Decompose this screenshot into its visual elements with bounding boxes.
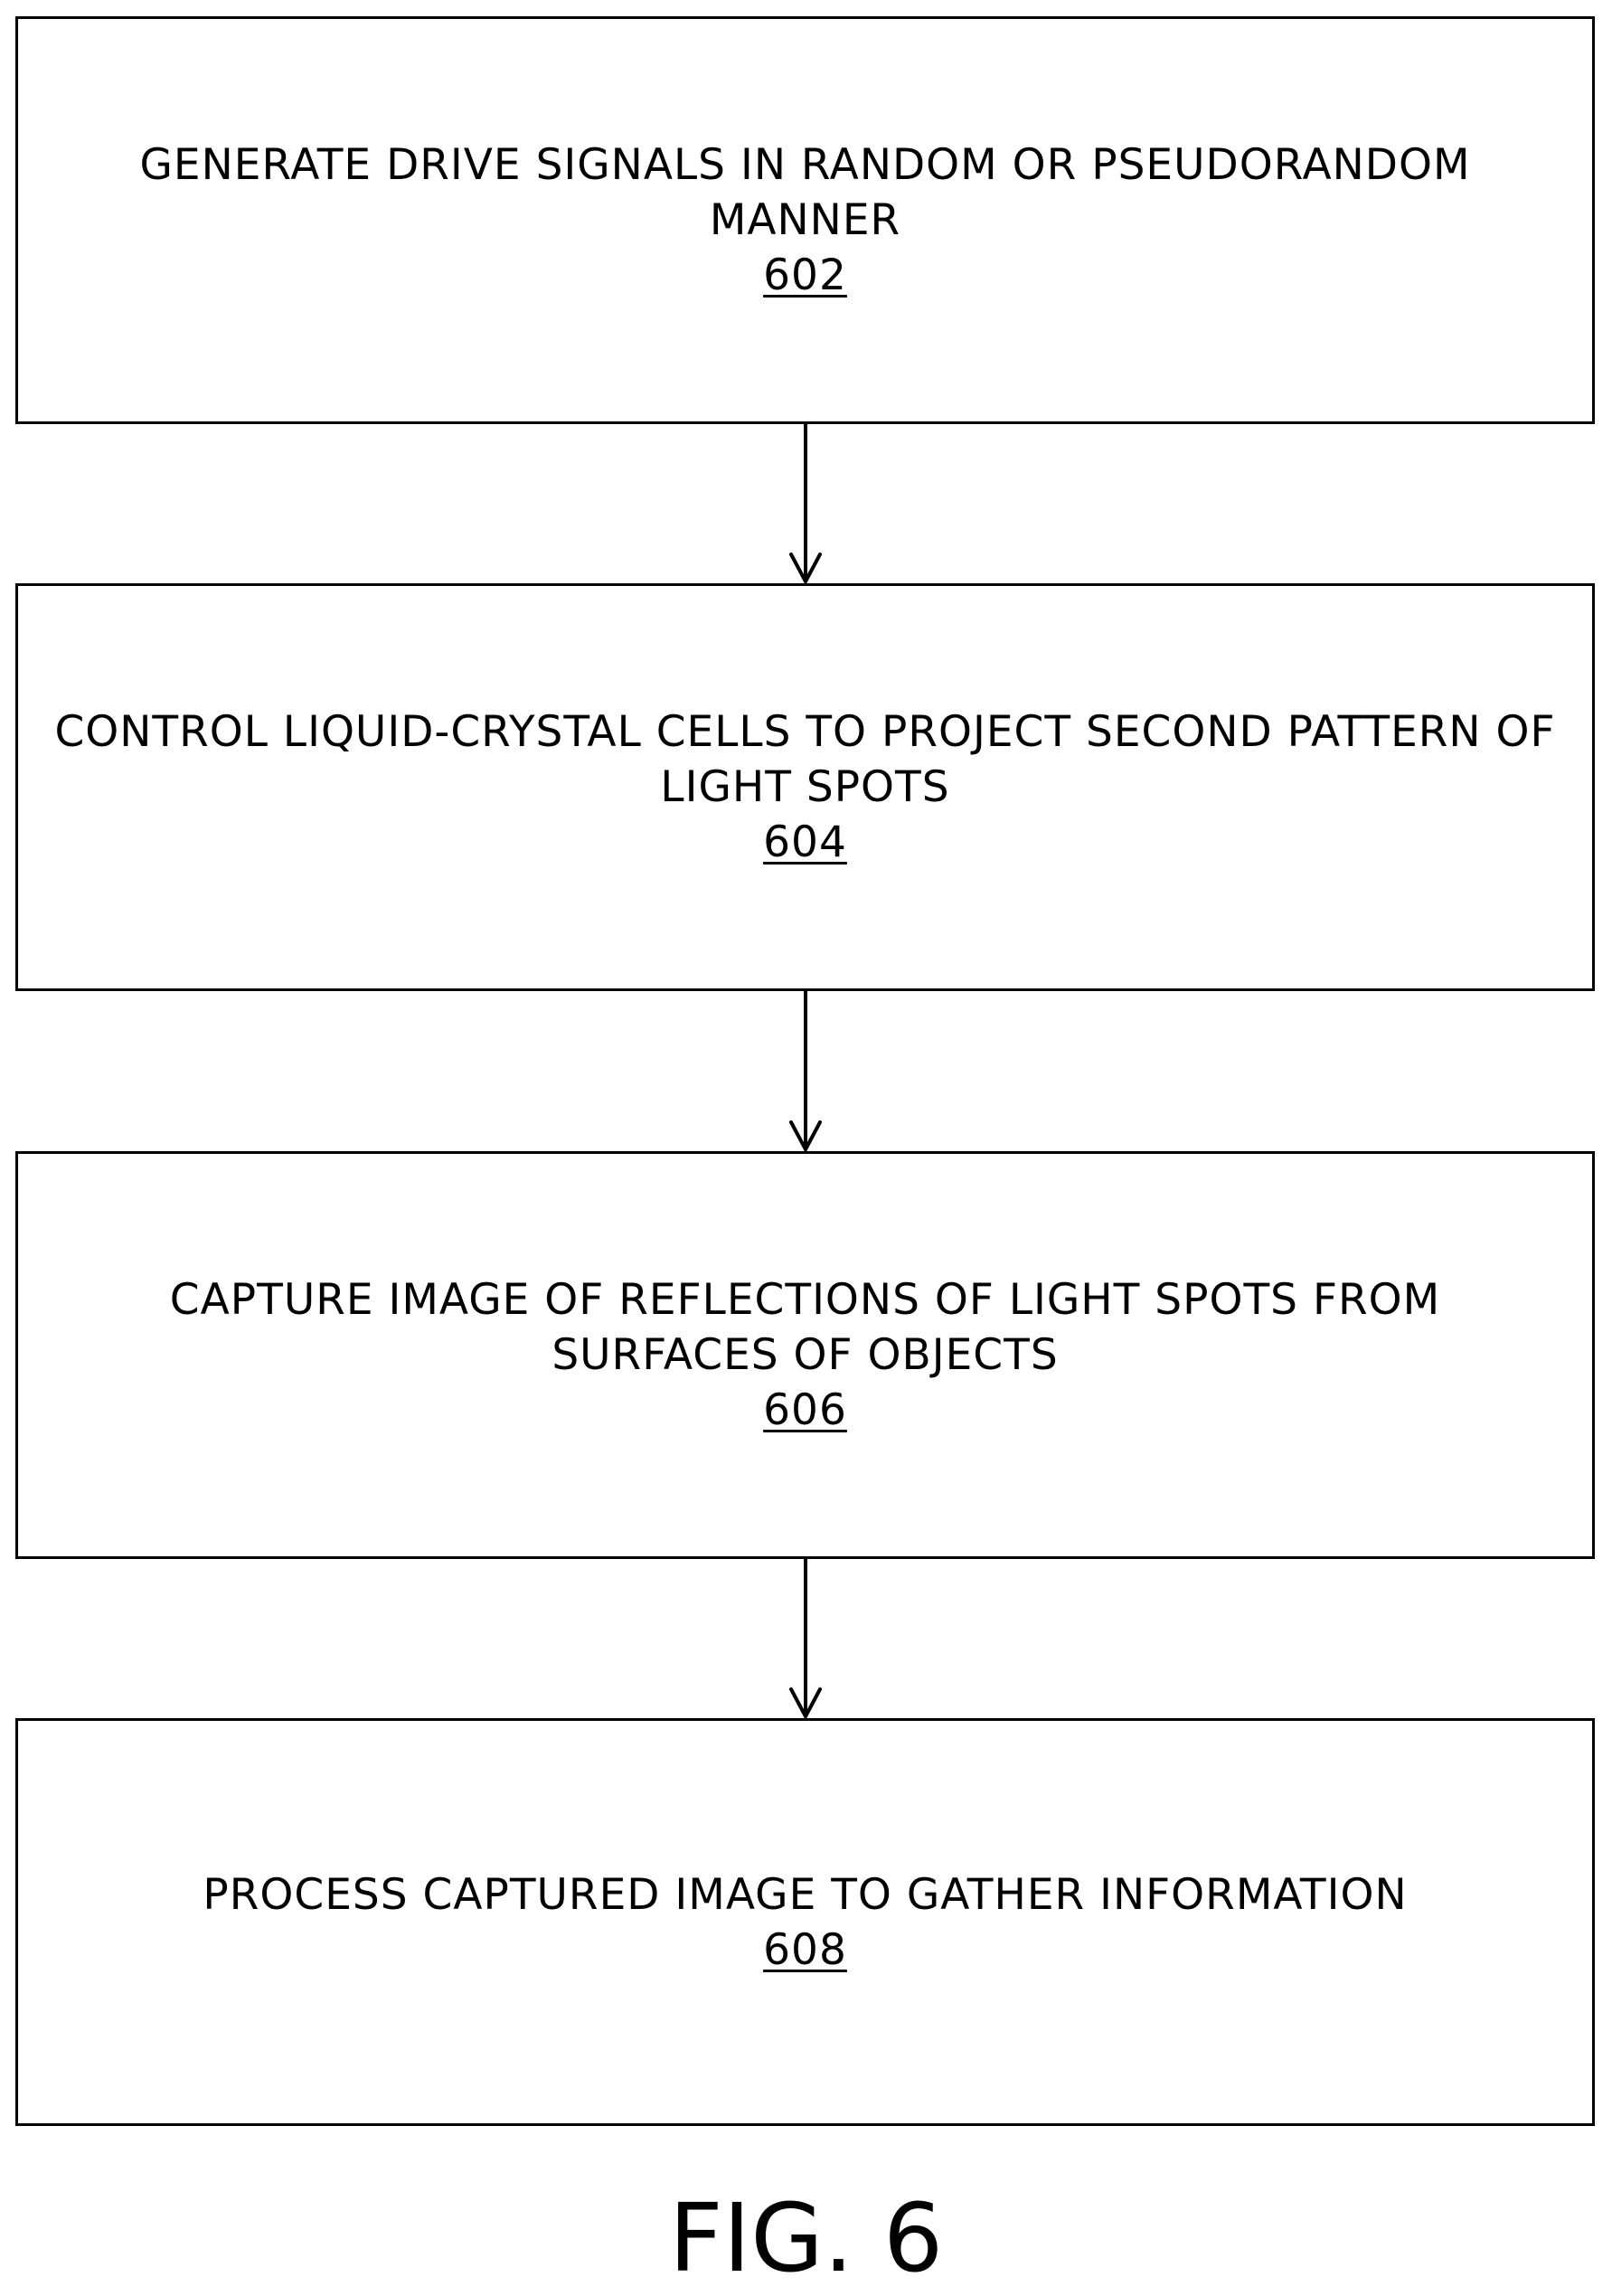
figure-label: FIG. 6	[0, 2188, 1612, 2288]
step-text-608: PROCESS CAPTURED IMAGE TO GATHER INFORMA…	[184, 1867, 1425, 1923]
arrow-602-to-604	[791, 424, 820, 581]
step-ref-606: 606	[763, 1383, 847, 1438]
step-box-604: CONTROL LIQUID-CRYSTAL CELLS TO PROJECT …	[15, 583, 1595, 991]
step-ref-608: 608	[763, 1923, 847, 1978]
arrow-606-to-608	[791, 1559, 820, 1716]
arrow-604-to-606	[791, 991, 820, 1149]
step-ref-602: 602	[763, 248, 847, 303]
step-text-606: CAPTURE IMAGE OF REFLECTIONS OF LIGHT SP…	[82, 1272, 1529, 1383]
step-text-604: CONTROL LIQUID-CRYSTAL CELLS TO PROJECT …	[18, 704, 1592, 815]
step-ref-604: 604	[763, 815, 847, 870]
step-box-608: PROCESS CAPTURED IMAGE TO GATHER INFORMA…	[15, 1718, 1595, 2126]
step-box-606: CAPTURE IMAGE OF REFLECTIONS OF LIGHT SP…	[15, 1151, 1595, 1559]
step-box-602: GENERATE DRIVE SIGNALS IN RANDOM OR PSEU…	[15, 16, 1595, 424]
step-text-602: GENERATE DRIVE SIGNALS IN RANDOM OR PSEU…	[37, 137, 1574, 248]
